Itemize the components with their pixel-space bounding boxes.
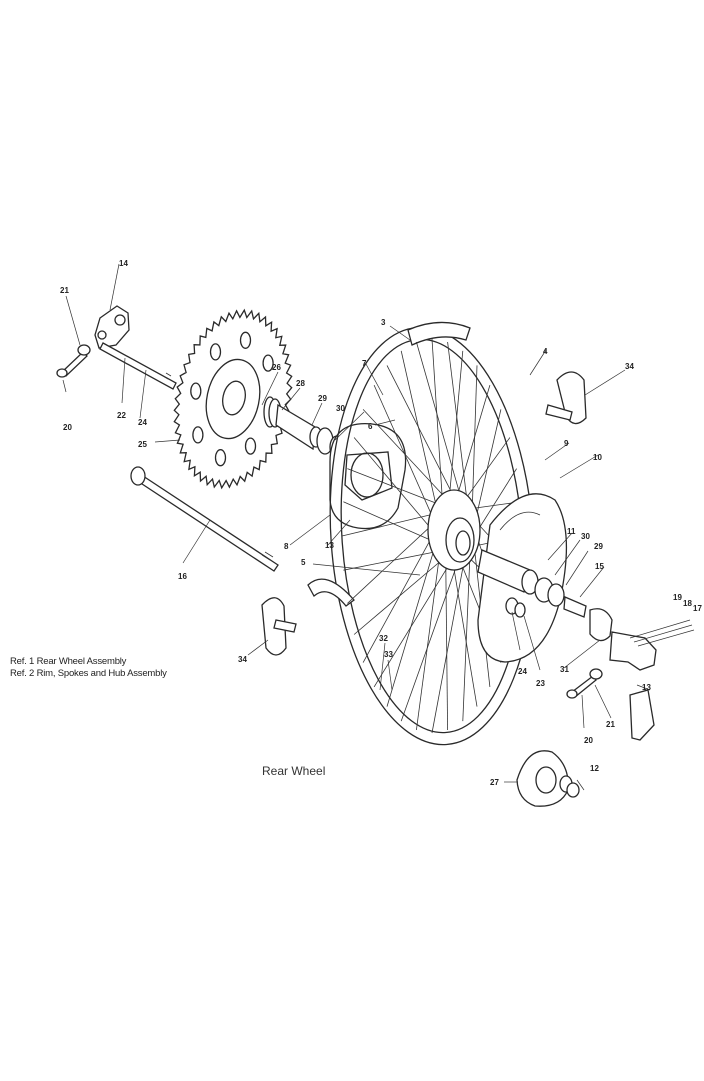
diagram-caption: Rear Wheel xyxy=(262,764,326,778)
chain-adjuster-left xyxy=(94,305,177,390)
label-part-13-plate: 13 xyxy=(642,683,651,692)
spoke xyxy=(431,554,466,734)
spoke xyxy=(400,350,439,513)
spoke xyxy=(386,365,456,501)
spoke xyxy=(373,559,453,688)
label-part-4: 4 xyxy=(543,347,548,356)
label-part-34-lower: 34 xyxy=(238,655,247,664)
spoke xyxy=(462,547,471,722)
sprocket-hole xyxy=(244,437,257,455)
label-part-11: 11 xyxy=(567,527,576,536)
label-part-32: 32 xyxy=(379,634,388,643)
label-part-13: 13 xyxy=(325,541,334,550)
spoke xyxy=(400,558,460,722)
hub xyxy=(427,489,481,571)
label-part-16: 16 xyxy=(178,572,187,581)
label-part-26: 26 xyxy=(272,363,281,372)
label-part-34-upper: 34 xyxy=(625,362,634,371)
spoke xyxy=(455,384,491,501)
spoke xyxy=(343,501,436,543)
rim-tape-upper xyxy=(545,371,587,425)
leader-lines xyxy=(62,263,651,791)
rim-tape-lower xyxy=(261,597,297,656)
adjuster-bolt-left xyxy=(56,344,91,378)
label-part-29-left: 29 xyxy=(318,394,327,403)
sprocket-hole xyxy=(214,449,227,467)
label-part-9: 9 xyxy=(564,439,569,448)
label-part-30-right: 30 xyxy=(581,532,590,541)
label-part-3: 3 xyxy=(381,318,386,327)
label-part-33: 33 xyxy=(384,650,393,659)
spoke xyxy=(448,350,464,501)
label-part-24-left: 24 xyxy=(138,418,147,427)
spoke xyxy=(347,522,435,604)
reference-note-2: Ref. 2 Rim, Spokes and Hub Assembly xyxy=(10,668,167,679)
spoke xyxy=(343,550,440,571)
sprocket xyxy=(173,308,293,490)
spoke xyxy=(373,384,436,523)
spoke xyxy=(447,341,469,509)
spoke xyxy=(386,542,437,707)
cush-drive-spacers xyxy=(263,396,345,459)
label-part-23: 23 xyxy=(536,679,545,688)
spoke xyxy=(445,557,448,731)
sprocket-hole xyxy=(190,382,202,400)
label-part-21-left: 21 xyxy=(60,286,69,295)
label-part-15: 15 xyxy=(595,562,604,571)
axle xyxy=(130,466,279,572)
label-part-5: 5 xyxy=(301,558,306,567)
chain-adjuster-right xyxy=(609,619,695,671)
label-part-12: 12 xyxy=(590,764,599,773)
label-part-7: 7 xyxy=(362,359,367,368)
spoke xyxy=(353,556,446,635)
speedometer-drive xyxy=(516,750,580,807)
label-part-31: 31 xyxy=(560,665,569,674)
label-part-24-right: 24 xyxy=(518,667,527,676)
label-part-19: 19 xyxy=(673,593,682,602)
spoke xyxy=(471,365,478,518)
sprocket-hole xyxy=(239,331,252,349)
label-part-28: 28 xyxy=(296,379,305,388)
label-part-29-right: 29 xyxy=(594,542,603,551)
spoke xyxy=(416,341,463,503)
label-part-25: 25 xyxy=(138,440,147,449)
label-part-17: 17 xyxy=(693,604,702,613)
label-part-14: 14 xyxy=(119,259,128,268)
hub-spacers-right xyxy=(477,549,613,642)
adjuster-bolt-right xyxy=(566,668,603,699)
spoke xyxy=(431,338,444,506)
sprocket-hole xyxy=(262,354,274,372)
label-part-21-right: 21 xyxy=(606,720,615,729)
spoke xyxy=(416,551,441,731)
adjuster-plate xyxy=(629,689,655,741)
spoke xyxy=(462,437,511,504)
spoke xyxy=(353,437,435,533)
spoke xyxy=(473,468,517,538)
label-part-20-right: 20 xyxy=(584,736,593,745)
sprocket-hole xyxy=(209,343,222,361)
label-part-10: 10 xyxy=(593,453,602,462)
sprocket-hole xyxy=(192,426,204,444)
reference-note-1: Ref. 1 Rear Wheel Assembly xyxy=(10,656,127,667)
spoke xyxy=(362,532,435,663)
label-part-30-left: 30 xyxy=(336,404,345,413)
label-part-22: 22 xyxy=(117,411,126,420)
label-part-6: 6 xyxy=(368,422,373,431)
spoke xyxy=(347,468,443,506)
part-number-labels: 3 4 5 6 7 8 9 10 11 12 13 13 14 15 16 17… xyxy=(60,259,702,787)
label-part-18: 18 xyxy=(683,599,692,608)
label-part-20-left: 20 xyxy=(63,423,72,432)
label-part-8: 8 xyxy=(284,542,289,551)
spoke xyxy=(452,559,478,707)
label-part-27: 27 xyxy=(490,778,499,787)
